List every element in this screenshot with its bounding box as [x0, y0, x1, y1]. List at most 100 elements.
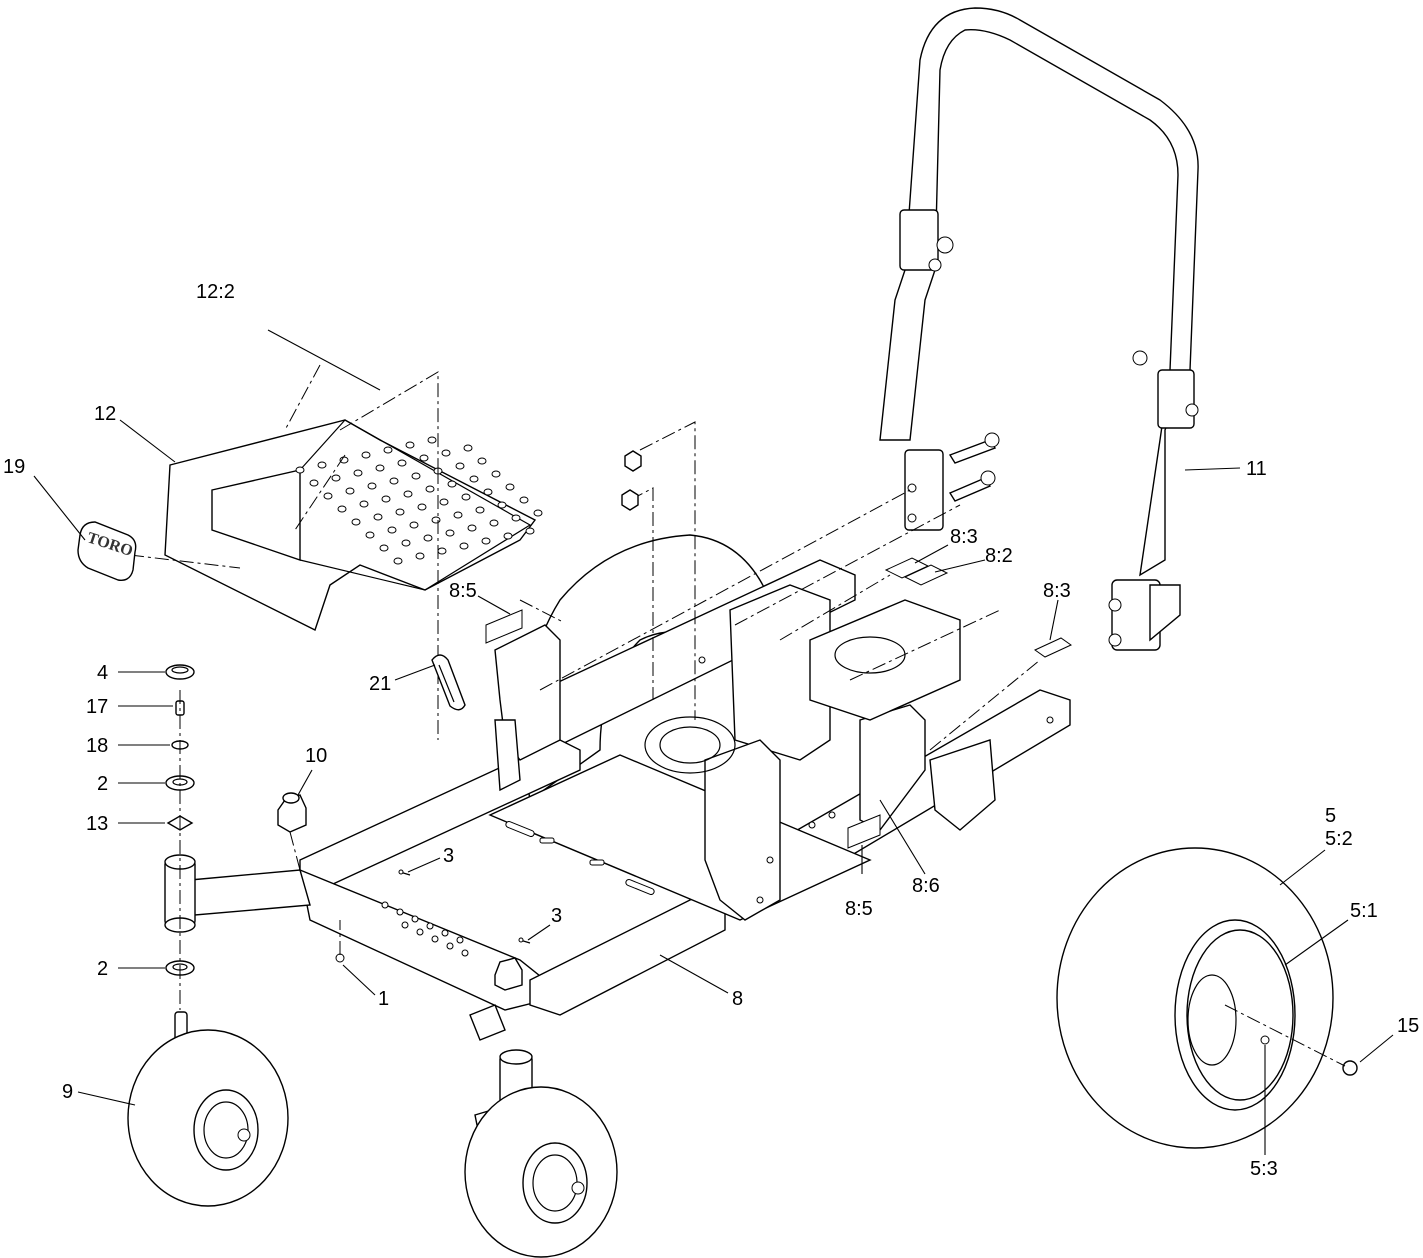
perforation-hole	[373, 513, 383, 521]
callout-8-3-right: 8:3	[1043, 580, 1071, 602]
leader-lines	[33, 329, 1394, 1155]
perforation-hole	[453, 511, 463, 519]
callout-5: 5	[1325, 805, 1336, 827]
bumper-stop-2	[494, 957, 523, 991]
perforation-hole	[401, 539, 411, 547]
perforation-hole	[525, 527, 535, 535]
perforation-hole	[419, 454, 429, 462]
perforation-hole	[375, 464, 385, 472]
callout-21: 21	[369, 673, 391, 695]
perforation-hole	[393, 557, 403, 565]
perforation-hole	[381, 495, 391, 503]
perforation-hole	[389, 477, 399, 485]
toro-logo-decal: TORO	[77, 521, 137, 581]
perforation-hole	[463, 444, 473, 452]
perforation-hole	[423, 534, 433, 542]
rear-wheel-tire	[1056, 847, 1358, 1149]
perforation-hole	[459, 542, 469, 550]
bumper-stop	[277, 792, 307, 871]
callout-8-5-top: 8:5	[449, 580, 477, 602]
caster-parts-stack	[165, 664, 195, 1010]
callout-3-a: 3	[443, 845, 454, 867]
perforation-hole	[483, 488, 493, 496]
perforation-hole	[533, 509, 543, 517]
front-caster-arm	[164, 854, 311, 933]
callout-8-2: 8:2	[985, 545, 1013, 567]
perforation-hole	[345, 487, 355, 495]
perforation-hole	[505, 483, 515, 491]
perforation-hole	[431, 516, 441, 524]
perforation-hole	[511, 514, 521, 522]
callout-18: 18	[86, 735, 108, 757]
perforation-hole	[397, 459, 407, 467]
dashed-leaders	[129, 364, 1041, 751]
perforation-hole	[405, 441, 415, 449]
callout-9: 9	[62, 1081, 73, 1103]
perforation-hole	[415, 552, 425, 560]
perforation-hole	[481, 537, 491, 545]
roll-bar	[879, 7, 1199, 651]
perforation-hole	[491, 470, 501, 478]
perforation-hole	[317, 461, 327, 469]
perforation-hole	[411, 472, 421, 480]
callout-4: 4	[97, 662, 108, 684]
perforation-hole	[425, 485, 435, 493]
callout-8-5-bottom: 8:5	[845, 898, 873, 920]
perforation-hole	[475, 506, 485, 514]
perforation-hole	[447, 480, 457, 488]
callout-12: 12	[94, 403, 116, 425]
callout-12-2: 12:2	[196, 281, 235, 303]
callout-5-2: 5:2	[1325, 828, 1353, 850]
perforation-hole	[439, 498, 449, 506]
callout-2-bottom: 2	[97, 958, 108, 980]
perforation-hole	[477, 457, 487, 465]
perforation-hole	[445, 529, 455, 537]
perforation-hole	[437, 547, 447, 555]
callout-8-6: 8:6	[912, 875, 940, 897]
perforation-hole	[403, 490, 413, 498]
perforation-hole	[361, 451, 371, 459]
callout-3-b: 3	[551, 905, 562, 927]
pins	[335, 869, 531, 963]
perforation-hole	[489, 519, 499, 527]
perforation-hole	[455, 462, 465, 470]
grommet	[431, 654, 466, 711]
perforation-hole	[441, 449, 451, 457]
perforation-hole	[461, 493, 471, 501]
callout-19: 19	[3, 456, 25, 478]
perforation-hole	[427, 436, 437, 444]
callout-2-top: 2	[97, 773, 108, 795]
callout-8-3-left: 8:3	[950, 526, 978, 548]
perforation-hole	[323, 492, 333, 500]
perforation-hole	[467, 524, 477, 532]
callout-8: 8	[732, 988, 743, 1010]
perforation-hole	[519, 496, 529, 504]
perforation-hole	[497, 501, 507, 509]
callout-15: 15	[1397, 1015, 1419, 1037]
callout-17: 17	[86, 696, 108, 718]
perforation-hole	[331, 474, 341, 482]
perforation-hole	[383, 446, 393, 454]
perforation-hole	[503, 532, 513, 540]
perforation-hole	[351, 518, 361, 526]
front-caster-wheel-left	[127, 1011, 289, 1207]
perforation-hole	[359, 500, 369, 508]
foot-pan	[164, 419, 537, 631]
perforation-hole	[309, 479, 319, 487]
perforation-hole	[379, 544, 389, 552]
callout-5-3: 5:3	[1250, 1158, 1278, 1180]
perforation-hole	[469, 475, 479, 483]
perforation-hole	[387, 526, 397, 534]
foot-pan-holes	[295, 436, 543, 565]
perforation-hole	[417, 503, 427, 511]
callout-5-1: 5:1	[1350, 900, 1378, 922]
callout-11: 11	[1246, 458, 1267, 480]
callout-10: 10	[305, 745, 327, 767]
callout-1: 1	[378, 988, 389, 1010]
perforation-hole	[353, 469, 363, 477]
perforation-hole	[295, 466, 305, 474]
callout-13: 13	[86, 813, 108, 835]
callout-labels: 12:2 12 19 4 17 18 2 13 10 2 9 1 3 3 21 …	[3, 281, 1419, 1180]
main-frame	[299, 534, 1071, 1016]
perforation-hole	[367, 482, 377, 490]
